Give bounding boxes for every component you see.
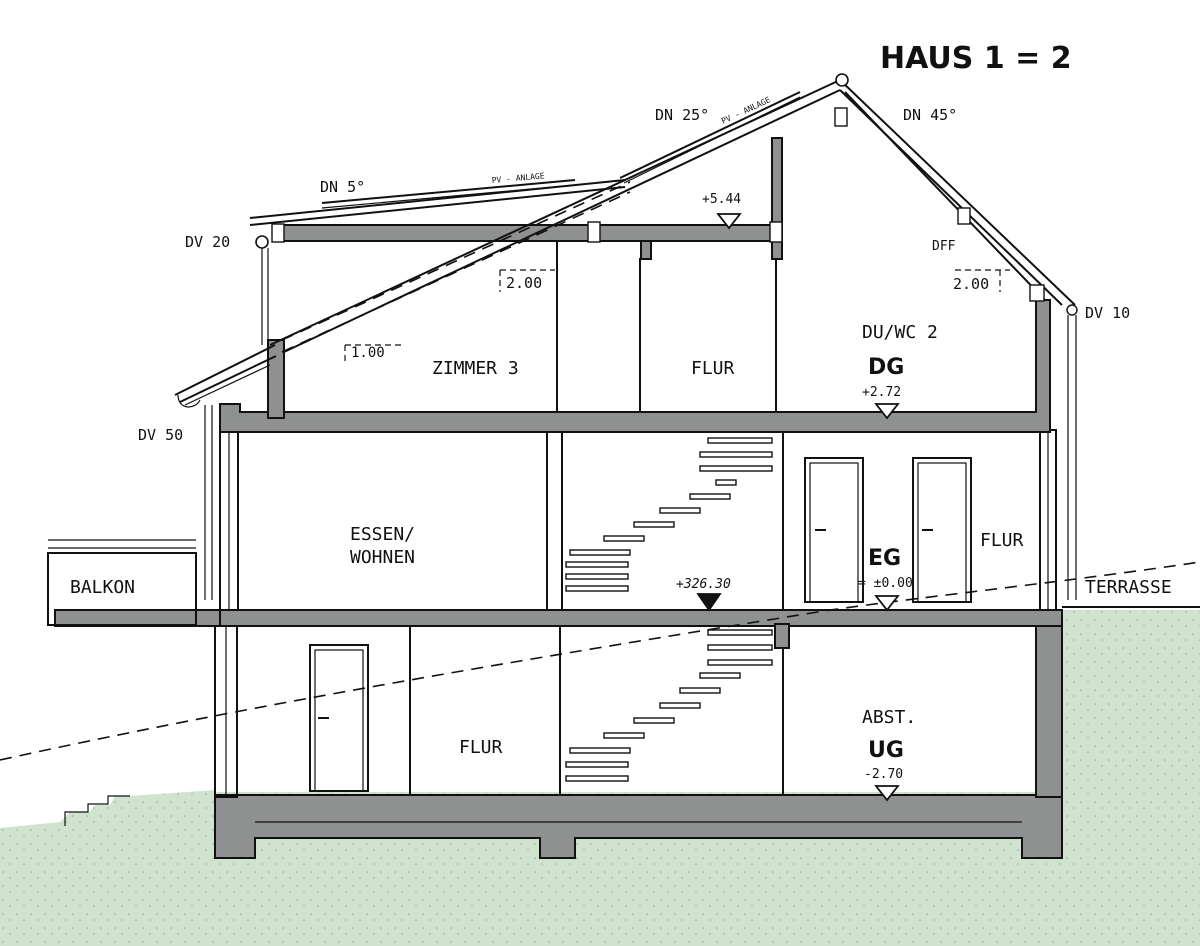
height-200-right: 2.00 (953, 275, 989, 293)
stair-tread (699, 451, 773, 458)
level-code-dg: DG (868, 355, 904, 380)
gutter-dv20 (255, 235, 269, 249)
pitch-left: DN 5° (320, 178, 365, 196)
room-flur-ug: FLUR (459, 737, 503, 758)
pv-panel-left (321, 179, 576, 204)
stair-tread (603, 732, 645, 739)
ground-soil (0, 790, 215, 946)
stair-tread (565, 573, 629, 580)
roof-eave-left (174, 344, 276, 396)
stair-tread (565, 761, 629, 768)
stair-tread (707, 644, 773, 651)
stair-tread (707, 659, 773, 666)
stair-tread (569, 747, 631, 754)
room-flur-eg: FLUR (980, 530, 1024, 551)
level-marker-top (716, 213, 742, 230)
staircase-ug (565, 629, 773, 782)
pitch-right: DN 45° (903, 106, 957, 124)
foundation (214, 794, 1063, 859)
stair-tread (565, 561, 629, 568)
purlin-foot (1029, 284, 1045, 302)
dg-slab (219, 299, 1051, 433)
room-du-wc-2: DU/WC 2 (862, 322, 938, 343)
door-eg-2 (912, 457, 972, 603)
outdoor-steps (64, 795, 130, 826)
stair-tread (565, 775, 629, 782)
ug-wall-right (1035, 611, 1063, 798)
room-flur-dg: FLUR (691, 358, 735, 379)
dff-label: DFF (932, 239, 956, 254)
dv10-label: DV 10 (1085, 304, 1130, 322)
gutter-dv10 (1066, 304, 1078, 316)
original-terrain-line (0, 561, 1200, 761)
room-essen: ESSEN/ (350, 524, 415, 545)
roof-post (771, 137, 783, 227)
stair-tread (565, 585, 629, 592)
height-200-left: 2.00 (506, 274, 542, 292)
gutter-dv50 (177, 394, 201, 408)
stair-tread (633, 717, 675, 724)
purlin-ridge (834, 107, 848, 127)
room-zimmer-3: ZIMMER 3 (432, 358, 519, 379)
room-abst: ABST. (862, 707, 916, 728)
level-marker-ug (874, 785, 900, 802)
beam-hanger-2 (771, 240, 783, 260)
dg-kneewall-left (267, 339, 285, 419)
pitch-mid: DN 25° (655, 106, 709, 124)
stair-tread (659, 507, 701, 514)
eg-slab (214, 609, 1063, 627)
area-terrasse: TERRASSE (1085, 577, 1172, 598)
level-top: +5.44 (702, 192, 741, 207)
level-code-ug: UG (868, 738, 904, 763)
staircase-eg (565, 437, 773, 592)
area-balkon: BALKON (70, 577, 135, 598)
height-100: 1.00 (351, 345, 385, 361)
level-value-eg: = ±0.00 (858, 576, 913, 591)
stair-tread (689, 493, 731, 500)
ground-soil-right (1062, 610, 1200, 810)
dff-window (957, 207, 971, 225)
slab-downstand (774, 623, 790, 649)
stair-tread (603, 535, 645, 542)
level-value-ug: -2.70 (864, 767, 903, 782)
level-code-eg: EG (868, 546, 901, 571)
level-value-dg: +2.72 (862, 385, 901, 400)
ridge-tile (835, 73, 849, 87)
dashed-roof-2 (281, 191, 631, 353)
stair-tread (699, 465, 773, 472)
balcony-rail (47, 552, 197, 626)
level-marker-absolute (696, 593, 722, 612)
dashed-roof-1 (281, 181, 631, 341)
dg-ceiling-beam (281, 224, 783, 242)
stair-tread (699, 672, 741, 679)
level-marker-eg (874, 595, 900, 612)
room-wohnen: WOHNEN (350, 547, 415, 568)
stair-tread (569, 549, 631, 556)
drawing-title: HAUS 1 = 2 (880, 41, 1072, 76)
stair-tread (715, 479, 737, 486)
purlin-left (271, 223, 285, 243)
stair-tread (659, 702, 701, 709)
door-ug (309, 644, 369, 792)
dv50-label: DV 50 (138, 426, 183, 444)
pv-label-mid: PV - ANLAGE (720, 95, 772, 126)
roof-right (839, 79, 1076, 306)
purlin-right (769, 221, 783, 243)
level-absolute: +326.30 (676, 577, 731, 592)
door-eg-1 (804, 457, 864, 603)
stair-tread (679, 687, 721, 694)
purlin-mid (587, 221, 601, 243)
stair-tread (707, 629, 773, 636)
stair-tread (707, 437, 773, 444)
beam-hanger-1 (640, 240, 652, 260)
stair-tread (633, 521, 675, 528)
dv20-label: DV 20 (185, 233, 230, 251)
level-marker-dg (874, 403, 900, 420)
pv-panel-mid (619, 91, 801, 179)
